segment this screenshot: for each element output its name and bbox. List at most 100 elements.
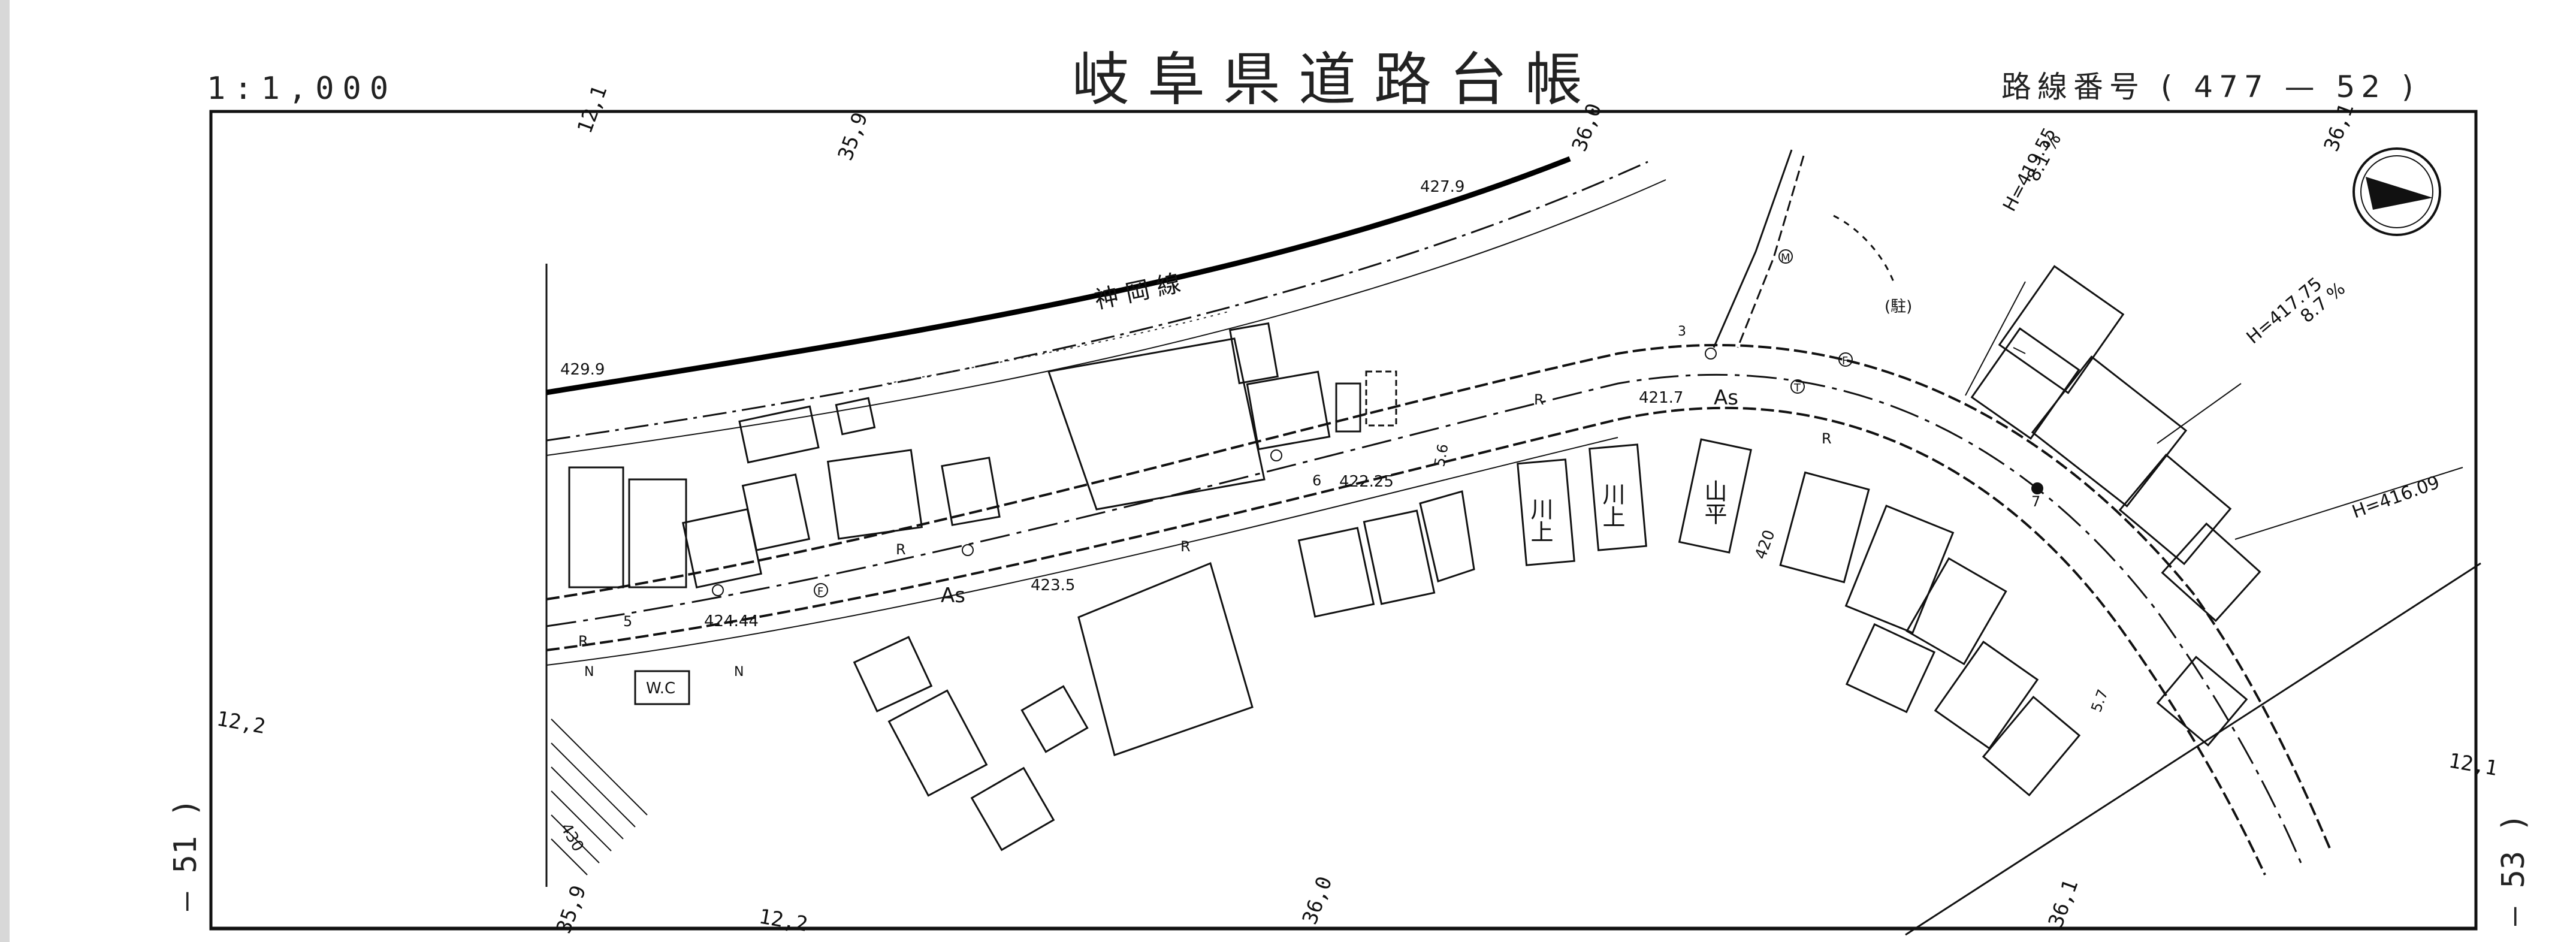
mark-r: R (1822, 430, 1832, 447)
embankment-line-upper (546, 161, 1648, 442)
mark-m: M (1781, 252, 1790, 264)
surface-label: As (1714, 386, 1738, 410)
mark-r: R (1534, 391, 1544, 408)
mark-number: 5.7 (2088, 687, 2111, 714)
building-label-kawakami-1: 川上 (1527, 497, 1553, 543)
building (1419, 490, 1475, 582)
railway-line (546, 156, 1571, 395)
building (741, 473, 811, 551)
grade-annotation: H=419.55 8.1 % (1965, 125, 2065, 396)
building (1363, 509, 1436, 605)
road-edge-south (546, 406, 2266, 875)
mark-f-circle (1838, 352, 1853, 367)
mark-r: R (1180, 538, 1191, 555)
elevation-label: 420 (1751, 527, 1778, 561)
mark-f: F (1842, 355, 1848, 367)
building (1845, 623, 1936, 714)
mark-n: N (584, 665, 594, 680)
grid-tick-side: 12,2 (215, 707, 267, 739)
elevation-label: 424.44 (704, 612, 759, 630)
right-tick (2013, 347, 2026, 354)
mark-t: T (1793, 382, 1801, 394)
building (1297, 527, 1375, 618)
building (1970, 327, 2080, 440)
grade-height: H=416.09 (2349, 472, 2442, 523)
parking-label: (駐) (1885, 298, 1912, 316)
building (1047, 337, 1266, 511)
grid-tick-top: 12,1 (573, 82, 612, 137)
building (970, 766, 1055, 852)
route-label: 路線番号 (2001, 70, 2145, 104)
building (2156, 656, 2248, 747)
right-diagonal-line (1905, 562, 2481, 936)
building (1934, 641, 2039, 750)
mark-number: 6 (1312, 472, 1321, 489)
slope-hatch-lower-left (551, 718, 648, 875)
building (1844, 505, 1955, 634)
slope-hatching (886, 311, 1229, 384)
elevation-label: 421.7 (1639, 389, 1683, 407)
north-arrow (2352, 147, 2441, 236)
mark-t-circle (1790, 379, 1805, 394)
building (941, 457, 1001, 526)
surface-label: As (941, 584, 965, 608)
building (887, 689, 988, 797)
building (1228, 322, 1279, 385)
grid-tick-top: 35,9 (833, 109, 873, 164)
building (628, 478, 687, 588)
road-shoulder-south (546, 437, 1618, 666)
mark-number: 5.6 (1431, 443, 1451, 468)
elevation-label: 422.25 (1339, 473, 1394, 491)
restroom-label: W.C (646, 680, 675, 698)
grid-tick-side: 12,1 (2447, 748, 2499, 781)
mark-m-circle (1778, 249, 1793, 264)
building-kawakami-1 (1517, 458, 1575, 566)
railway-label: 神 岡 線 (1092, 270, 1183, 315)
building (2031, 355, 2188, 508)
elevation-label: 429.9 (560, 361, 605, 379)
building (568, 466, 624, 588)
side-road-east-edge (1737, 155, 1805, 348)
route-number-label: 路線番号 ( 477 — 52 ) (2001, 63, 2420, 106)
side-road-west-edge (1713, 149, 1793, 348)
mark-r: R (578, 633, 588, 650)
map-frame (209, 110, 2478, 931)
road-edge-north (546, 343, 2332, 852)
building (1020, 685, 1089, 753)
grid-tick-bottom: 36,0 (1298, 873, 1337, 928)
building (2118, 453, 2232, 566)
mark-number: 5 (623, 613, 632, 630)
building (835, 397, 876, 436)
embankment-line-lower (546, 179, 1666, 456)
building (1905, 557, 2007, 666)
elevation-label: 427.9 (1420, 178, 1464, 196)
building (826, 449, 923, 540)
mark-number: 7 (2031, 493, 2040, 510)
building (1998, 265, 2125, 394)
building (1077, 561, 1254, 756)
utility-points (712, 348, 2043, 596)
map-scale: 1:1,000 (207, 71, 397, 107)
building-footprints (568, 265, 2261, 852)
building-yamahira (1678, 438, 1752, 554)
grade-annotation: H=416.09 (2234, 467, 2463, 540)
building (1982, 695, 2081, 797)
building-label-kawakami-2: 川上 (1599, 482, 1625, 528)
mark-n: N (734, 665, 744, 680)
sheet-title: 岐阜県道路台帳 (1072, 46, 1600, 113)
building (1246, 370, 1331, 451)
building (1365, 370, 1397, 427)
building (738, 405, 820, 464)
building-label-yamahira: 山平 (1701, 479, 1727, 525)
restroom-building (634, 670, 690, 705)
building (1779, 471, 1870, 584)
building (1335, 382, 1361, 433)
grid-tick-top: 36,0 (1568, 100, 1607, 155)
road-centerline (546, 373, 2302, 864)
mark-f: F (817, 585, 823, 598)
building-kawakami-2 (1589, 443, 1647, 551)
elevation-label: 423.5 (1031, 576, 1075, 594)
grade-annotation: H=417.75 8.7 % (2157, 273, 2349, 444)
